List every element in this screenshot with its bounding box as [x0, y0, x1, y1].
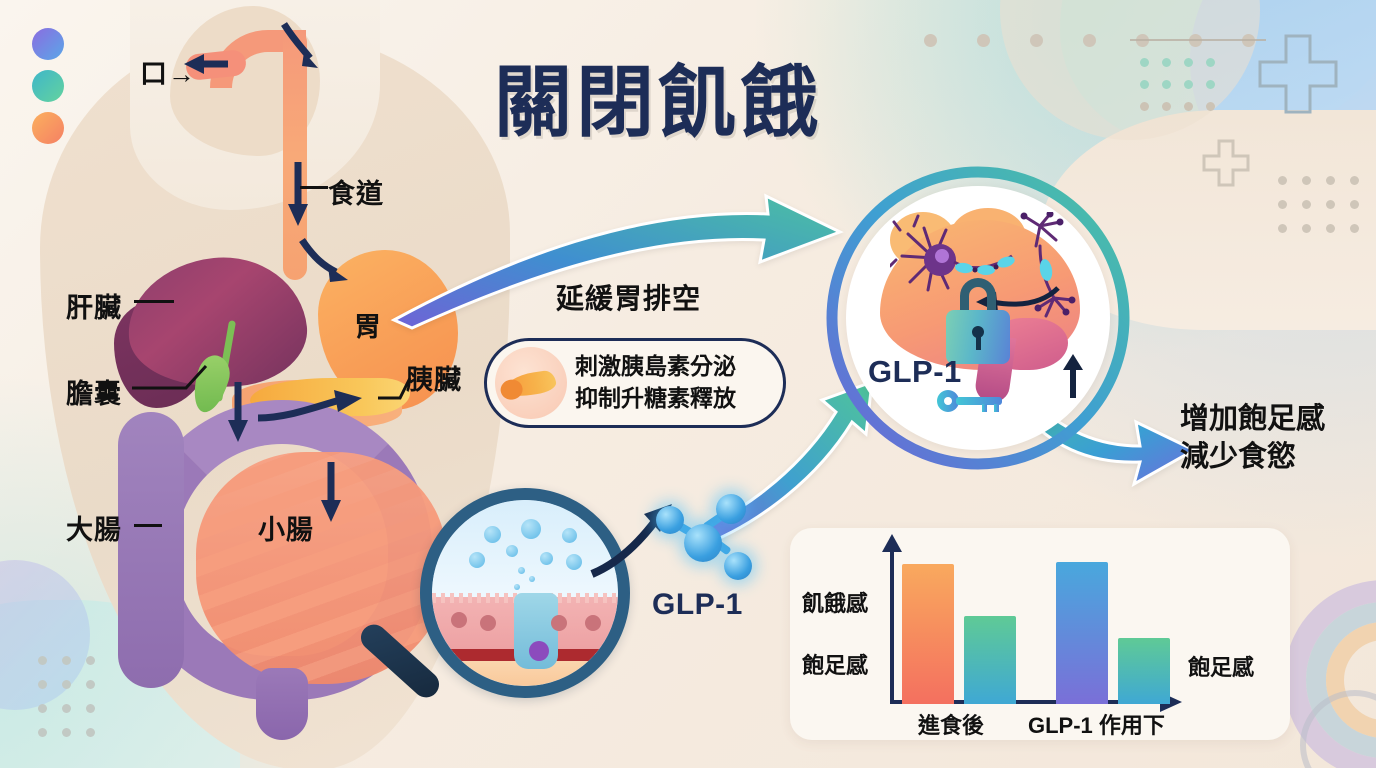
flow-arrow-stomach-entry-icon [299, 238, 348, 282]
label-esophagus: 食道 [328, 179, 384, 209]
lock-shackle [960, 278, 996, 318]
chart-x-axis [890, 700, 1166, 704]
chart-bars [894, 546, 1194, 704]
decor-hline [1130, 39, 1266, 41]
outcome-line-1: 增加飽足感 [1180, 403, 1326, 435]
flow-arrow-duodenum-down-icon [228, 382, 248, 442]
legend-dot-purple-blue [32, 28, 64, 60]
leader-gallbladder [132, 364, 208, 390]
decor-dot-grid-right [1278, 176, 1374, 248]
label-gallbladder: 膽囊 [66, 379, 122, 409]
legend-dot-teal-green [32, 70, 64, 102]
pancreas-icon [495, 347, 567, 419]
l-cell-nucleus [528, 641, 549, 662]
flow-arrow-intestine-down-icon [321, 462, 341, 522]
chart-xlabel-glp1: GLP-1 作用下 [1028, 713, 1165, 738]
flow-arrow-duodenum-right-icon [257, 390, 362, 422]
satiety-bar-chart: 飢餓感 飽足感 飽足感 進食後 GLP-1 作用下 [790, 528, 1290, 740]
brain-illustration [828, 168, 1128, 468]
small-intestine-organ [196, 452, 446, 684]
outcome-text: 增加飽足感 減少食慾 [1180, 400, 1325, 477]
callout-line-1: 刺激胰島素分泌 [575, 353, 736, 380]
glp1-brain-label: GLP-1 [868, 354, 962, 389]
page-title: 關閉飢餓 [494, 58, 823, 146]
chart-ylabel-satiety: 飽足感 [802, 653, 869, 678]
chart-y-axis-arrowhead [882, 534, 902, 552]
bar-after-meal-hunger [902, 564, 954, 704]
flow-arrow-throat-icon [281, 22, 318, 68]
chart-right-label: 飽足感 [1188, 655, 1255, 680]
neuron-right-icon [1020, 212, 1076, 318]
annotation-delay-gastric-emptying: 延緩胃排空 [556, 283, 702, 314]
leader-esophagus [300, 186, 328, 189]
chart-panel [790, 528, 1290, 740]
bar-after-meal-satiety [964, 616, 1016, 704]
label-small-intestine: 小腸 [258, 515, 314, 545]
label-large-intestine: 大腸 [66, 515, 122, 545]
bar-glp1-hunger [1056, 562, 1108, 704]
glp1-molecule-icon [642, 490, 762, 600]
arrow-stomach-to-brain [390, 193, 844, 330]
label-liver: 肝臟 [66, 293, 122, 323]
decor-ring-bottomright [1300, 690, 1376, 768]
flow-arrow-esophagus-icon [288, 162, 308, 226]
esophagus-organ [283, 30, 307, 280]
brain-circular-ring-arrow [826, 166, 1130, 470]
label-stomach: 胃 [354, 312, 382, 342]
legend-dot-orange [32, 112, 64, 144]
decor-dot-grid-bottomleft [38, 656, 110, 752]
magnifier-illustration [420, 488, 630, 698]
neuron-icon [890, 214, 1015, 292]
callout-line-2: 抑制升糖素釋放 [575, 385, 736, 411]
flow-arrow-mouth-icon [184, 54, 228, 74]
leader-large-intestine [134, 524, 162, 527]
lock-keyhole [972, 326, 984, 350]
glp1-molecule-label: GLP-1 [652, 588, 743, 621]
pancreas-callout-text: 刺激胰島素分泌 抑制升糖素釋放 [575, 351, 736, 414]
bar-glp1-satiety [1118, 638, 1170, 704]
decor-dot-grid-top [1140, 58, 1228, 124]
leader-pancreas [378, 377, 412, 400]
pancreas-callout: 刺激胰島素分泌 抑制升糖素釋放 [484, 338, 786, 428]
glp1-up-arrow-icon [1063, 354, 1083, 398]
chart-ylabel-hunger: 飢餓感 [802, 591, 869, 616]
chart-xlabel-after-meal: 進食後 [918, 713, 985, 738]
medical-cross-large-icon [1258, 34, 1338, 114]
label-mouth: 口→ [140, 59, 196, 89]
descending-colon [118, 412, 184, 688]
key-icon [937, 390, 1002, 412]
rectum-organ [256, 668, 308, 740]
chart-y-axis [890, 546, 894, 704]
leader-liver [134, 300, 174, 303]
outcome-line-2: 減少食慾 [1180, 441, 1297, 474]
medical-cross-small-icon [1202, 139, 1250, 187]
label-pancreas: 胰臟 [406, 365, 462, 395]
